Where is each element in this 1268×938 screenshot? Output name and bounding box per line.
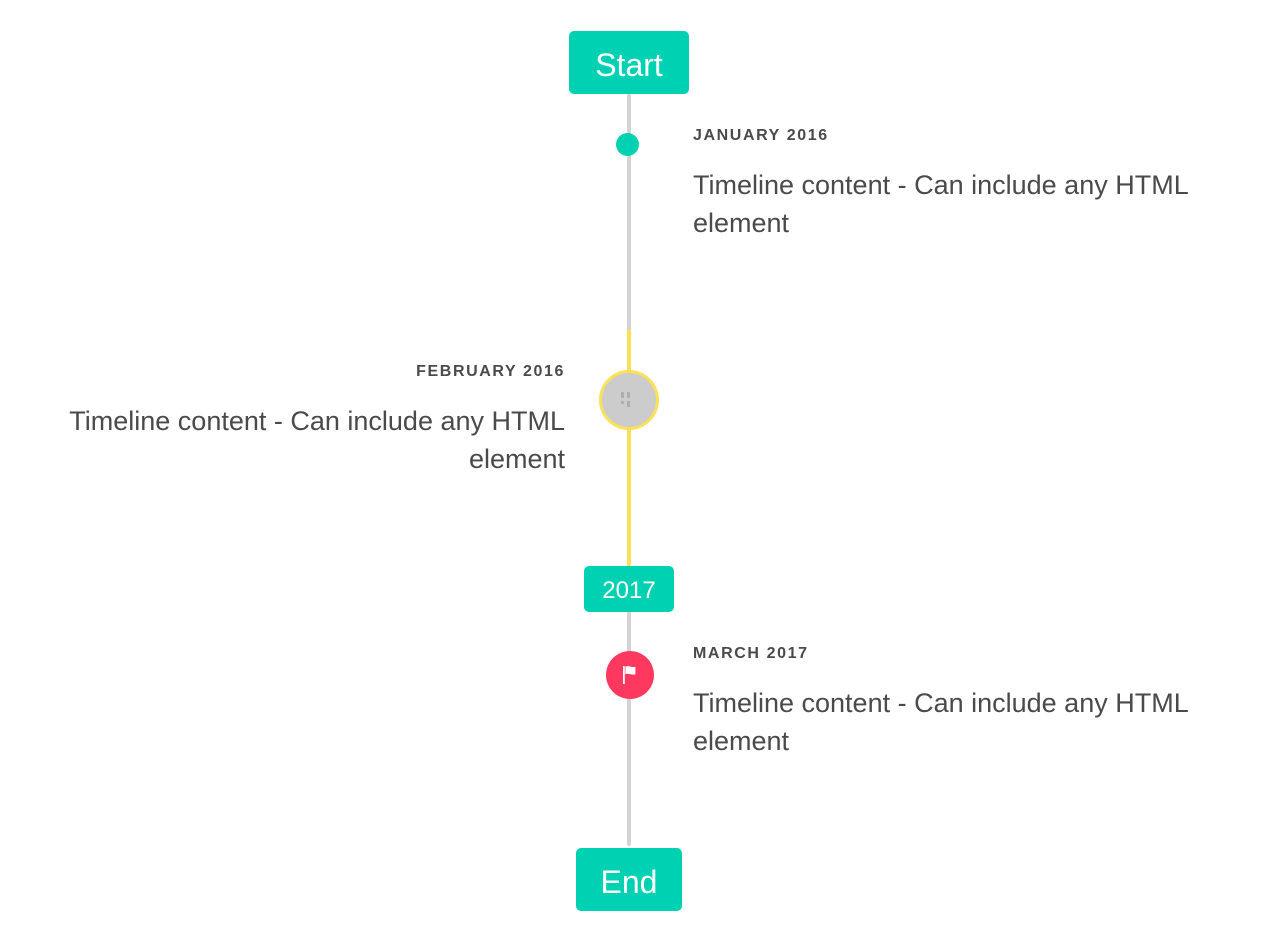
timeline-item-content: FEBRUARY 2016 Timeline content - Can inc… [35,364,565,479]
flag-marker[interactable] [606,651,654,699]
timeline-item-body: Timeline content - Can include any HTML … [693,170,1188,239]
dot-marker[interactable] [616,133,639,156]
timeline-item-heading: JANUARY 2016 [693,127,829,144]
timeline-end-badge[interactable]: End [576,848,682,911]
broken-image-icon [621,392,630,407]
timeline-item-body: Timeline content - Can include any HTML … [69,406,565,475]
timeline-start-badge[interactable]: Start [569,31,689,94]
timeline-rail-active-segment [627,330,631,566]
timeline-item-content: MARCH 2017 Timeline content - Can includ… [693,646,1223,761]
broken-image-marker[interactable] [599,370,659,430]
timeline-item-heading: MARCH 2017 [693,645,809,662]
timeline-item-heading: FEBRUARY 2016 [416,363,565,380]
flag-icon [623,666,636,684]
timeline-header-badge-2017[interactable]: 2017 [584,566,674,612]
timeline-item-body: Timeline content - Can include any HTML … [693,688,1188,757]
timeline-item-content: JANUARY 2016 Timeline content - Can incl… [693,128,1223,243]
